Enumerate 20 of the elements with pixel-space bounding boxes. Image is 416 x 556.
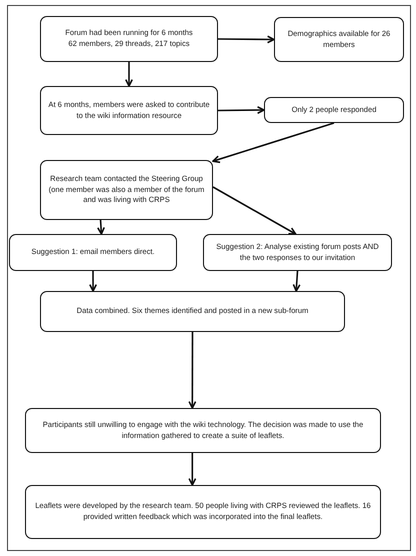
process-box: [40, 160, 213, 220]
arrow: [218, 106, 265, 114]
process-box: [203, 234, 392, 271]
arrow: [89, 271, 98, 292]
process-box: [25, 485, 381, 539]
arrow: [188, 332, 196, 409]
process-box: [25, 408, 381, 453]
arrow: [188, 453, 196, 486]
arrow: [292, 270, 301, 292]
process-box: [40, 86, 218, 135]
process-box: [274, 17, 404, 62]
process-box: [264, 97, 404, 123]
process-box: [40, 291, 345, 332]
arrow: [212, 122, 334, 164]
process-box: [40, 16, 218, 62]
arrow: [212, 186, 296, 235]
arrow: [97, 220, 105, 235]
arrow: [218, 35, 275, 44]
arrow: [125, 62, 133, 87]
process-box: [9, 234, 177, 271]
